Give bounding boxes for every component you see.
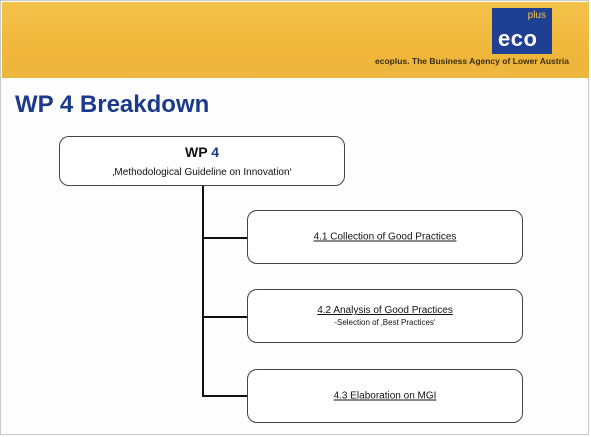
connector-branch-1 <box>202 237 247 239</box>
wp4-title: WP 4 <box>60 144 344 160</box>
wp4-root-box: WP 4 ‚Methodological Guideline on Innova… <box>59 136 345 186</box>
task-box-4-3: 4.3 Elaboration on MGI <box>247 369 523 423</box>
task-note: -Selection of ‚Best Practices‘ <box>334 318 436 327</box>
task-label: 4.2 Analysis of Good Practices <box>317 305 453 316</box>
connector-branch-2 <box>202 316 247 318</box>
wp4-subtitle: ‚Methodological Guideline on Innovation‘ <box>112 167 292 178</box>
task-box-4-2: 4.2 Analysis of Good Practices -Selectio… <box>247 289 523 343</box>
ecoplus-logo: plus eco <box>492 8 552 54</box>
header-tagline: ecoplus. The Business Agency of Lower Au… <box>375 56 569 66</box>
slide-title: WP 4 Breakdown <box>15 91 210 118</box>
task-label: 4.3 Elaboration on MGI <box>333 390 437 402</box>
wp-prefix: WP <box>185 144 208 160</box>
logo-text: eco <box>498 26 538 51</box>
header-banner: plus eco ecoplus. The Business Agency of… <box>2 2 589 78</box>
wp-number: 4 <box>211 144 219 160</box>
connector-branch-3 <box>202 395 247 397</box>
logo-superscript: plus <box>527 10 546 21</box>
task-label: 4.1 Collection of Good Practices <box>313 231 457 243</box>
connector-vertical <box>202 185 204 397</box>
task-box-4-1: 4.1 Collection of Good Practices <box>247 210 523 264</box>
